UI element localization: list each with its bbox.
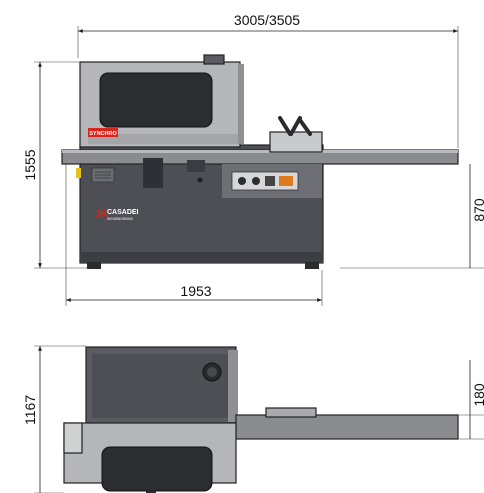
base-strip: [80, 252, 323, 263]
foot-right: [305, 262, 319, 269]
top-pressure-unit: [265, 407, 317, 418]
brand-name: CASADEI: [107, 209, 139, 216]
table-height-label: 870: [471, 198, 484, 222]
brand-logo-area: [92, 205, 144, 221]
side-height-label: 180: [471, 383, 484, 407]
synchro-tag: [88, 128, 118, 137]
base-length-label: 1953: [180, 283, 211, 299]
top-body-edge: [228, 350, 238, 422]
small-indicator: [197, 177, 203, 183]
top-hood-window: [101, 446, 213, 492]
brand-initials: JK: [95, 209, 109, 220]
brand-subtitle: WOODWORKING: [107, 217, 134, 221]
height-label: 1555: [22, 149, 38, 180]
top-view: [63, 346, 459, 493]
pressure-unit: [269, 131, 323, 153]
top-feed-table: [235, 414, 459, 440]
hood-bottom-band: [88, 134, 238, 144]
overall-length-label: 3005/3505: [234, 12, 300, 28]
control-knob-2: [252, 177, 260, 185]
hood-top-port: [203, 54, 225, 65]
front-dimensions: 3005/3505 1555 1953 870: [22, 12, 484, 306]
width-label: 1167: [22, 395, 38, 425]
feed-table-top: [62, 150, 458, 153]
side-warning-label: [76, 168, 81, 178]
top-dimensions: 1167 180: [22, 345, 484, 493]
foot-left: [87, 262, 101, 269]
control-indicator: [279, 176, 293, 186]
hood-side-edge: [238, 64, 244, 144]
control-knob-1: [238, 177, 246, 185]
front-view: SYNCHRO JK CASADEI WOODWORKING: [61, 54, 459, 269]
hood-window: [99, 72, 213, 128]
adjust-handle-right: [298, 118, 312, 136]
outfeed-chute: [143, 158, 163, 188]
control-switch: [265, 176, 275, 186]
synchro-tag-text: SYNCHRO: [89, 131, 117, 137]
top-side-guard: [63, 422, 83, 454]
motor-cover: [187, 160, 205, 172]
